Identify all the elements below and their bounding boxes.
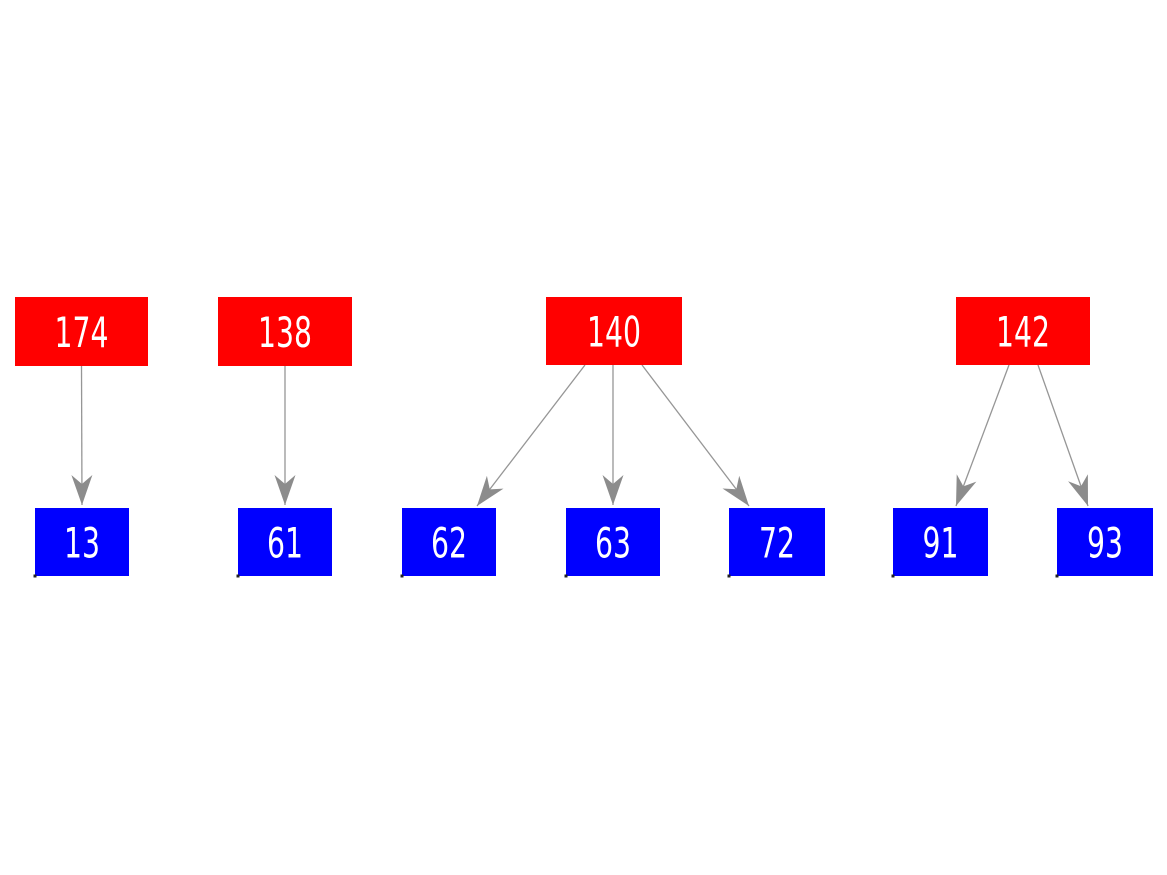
graph-edge-140-62 xyxy=(476,364,586,507)
graph-node-61: 61 xyxy=(236,508,332,578)
node-corner-dot xyxy=(236,574,240,578)
node-label: 72 xyxy=(759,518,795,567)
node-rect-child xyxy=(566,508,660,576)
node-label: 138 xyxy=(258,308,312,357)
graph-edge-142-91 xyxy=(955,364,1010,507)
node-rect-child xyxy=(1057,508,1153,576)
node-corner-dot xyxy=(564,574,568,578)
graph-edge-142-93 xyxy=(1037,364,1089,507)
node-corner-dot xyxy=(33,574,37,578)
graph-node-142: 142 xyxy=(956,297,1090,365)
graph-edge-140-72 xyxy=(641,364,750,507)
node-label: 93 xyxy=(1087,518,1123,567)
graph-edge-174-13 xyxy=(71,365,93,506)
graph-node-174: 174 xyxy=(15,297,148,366)
graph-node-138: 138 xyxy=(218,297,352,366)
node-corner-dot xyxy=(891,574,895,578)
node-corner-dot xyxy=(727,574,731,578)
node-rect-parent xyxy=(218,297,352,366)
node-rect-parent xyxy=(15,297,148,366)
node-label: 61 xyxy=(267,518,303,567)
node-rect-parent xyxy=(546,297,682,365)
graph-node-93: 93 xyxy=(1055,508,1153,578)
node-corner-dot xyxy=(1055,574,1059,578)
node-rect-child xyxy=(402,508,496,576)
node-corner-dot xyxy=(400,574,404,578)
graph-node-63: 63 xyxy=(564,508,660,578)
graph-node-140: 140 xyxy=(546,297,682,365)
node-rect-parent xyxy=(956,297,1090,365)
node-label: 140 xyxy=(587,307,641,356)
node-rect-child xyxy=(893,508,988,576)
node-label: 142 xyxy=(996,307,1050,356)
node-label: 62 xyxy=(431,518,467,567)
node-label: 174 xyxy=(55,308,109,357)
node-label: 63 xyxy=(595,518,631,567)
graph-node-91: 91 xyxy=(891,508,988,578)
node-label: 91 xyxy=(923,518,959,567)
node-rect-child xyxy=(35,508,129,576)
node-rect-child xyxy=(729,508,825,576)
node-rect-child xyxy=(238,508,332,576)
graph-node-72: 72 xyxy=(727,508,825,578)
graph-node-13: 13 xyxy=(33,508,129,578)
graph-node-62: 62 xyxy=(400,508,496,578)
node-label: 13 xyxy=(64,518,100,567)
nodes-layer: 174 138 140 142 13 61 62 63 72 91 93 xyxy=(15,297,1153,578)
edges-layer xyxy=(71,364,1089,507)
